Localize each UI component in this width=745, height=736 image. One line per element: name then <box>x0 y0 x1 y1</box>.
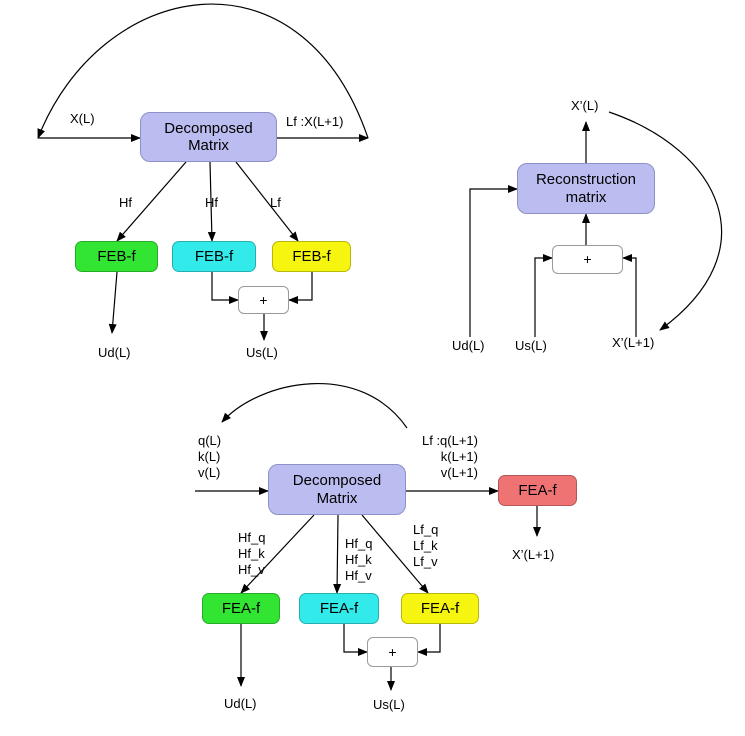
branch-arrow <box>361 514 429 594</box>
branch-label: Hf_k <box>345 552 372 567</box>
matrix-label-line1: Reconstruction <box>535 171 637 189</box>
output-labels: Lf :q(L+1) k(L+1) v(L+1) <box>405 433 478 481</box>
input-line <box>469 185 518 337</box>
branch-label: Hf <box>205 195 218 210</box>
output-q: Lf :q(L+1) <box>421 433 478 448</box>
fea-side-block: FEA-f <box>498 475 577 506</box>
input-label: X(L) <box>70 111 95 126</box>
feb-block: FEB-f <box>75 241 158 272</box>
input-v: v(L) <box>198 465 221 480</box>
input-ud: Ud(L) <box>452 338 485 353</box>
matrix-label-line1: Decomposed <box>292 472 382 490</box>
feedback-arc <box>37 3 369 139</box>
sum-node: + <box>552 245 623 274</box>
fea-block: FEA-f <box>202 593 280 624</box>
branch-arrow <box>207 161 216 242</box>
feedback-arc <box>608 111 723 331</box>
sum-input <box>288 272 313 304</box>
branch-arrow <box>333 514 342 594</box>
output-ud: Ud(L) <box>98 345 131 360</box>
fea-block: FEA-f <box>401 593 479 624</box>
output-k: k(L+1) <box>440 449 478 464</box>
decomposed-matrix: Decomposed Matrix <box>140 112 277 162</box>
matrix-label-line2: Matrix <box>316 489 358 507</box>
sum-node: + <box>238 286 289 314</box>
output-label: Lf :X(L+1) <box>286 114 344 129</box>
branch-label: Lf_q <box>413 522 439 537</box>
branch-arrow <box>235 161 299 242</box>
matrix-label-line1: Decomposed <box>164 119 253 137</box>
input-next: X’(L+1) <box>612 335 655 350</box>
sum-input <box>211 272 239 304</box>
reconstruction-matrix: Reconstruction matrix <box>517 163 655 214</box>
output-v: v(L+1) <box>440 465 478 480</box>
feb-block: FEB-f <box>172 241 256 272</box>
output-ud: Ud(L) <box>224 696 257 711</box>
branch-label: Lf_k <box>413 538 438 553</box>
input-q: q(L) <box>198 433 222 448</box>
branch-label: Hf_k <box>238 546 265 561</box>
branch-label: Hf_v <box>345 568 372 583</box>
branch-label: Lf_v <box>413 554 438 569</box>
branch-labels-left: Hf_q Hf_k Hf_v <box>238 530 265 578</box>
input-labels: q(L) k(L) v(L) <box>198 433 221 481</box>
fea-block: FEA-f <box>299 593 379 624</box>
branch-labels-mid: Hf_q Hf_k Hf_v <box>345 536 372 584</box>
feb-block: FEB-f <box>272 241 351 272</box>
output-us: Us(L) <box>246 345 278 360</box>
branch-label: Hf <box>119 195 132 210</box>
branch-label: Hf_q <box>238 530 266 545</box>
branch-arrow <box>240 514 315 594</box>
input-line <box>534 254 553 337</box>
output-us: Us(L) <box>373 697 405 712</box>
input-k: k(L) <box>198 449 221 464</box>
branch-label: Hf_v <box>238 562 265 577</box>
side-output: X’(L+1) <box>512 547 555 562</box>
sum-node: + <box>367 637 418 667</box>
input-line <box>622 254 637 337</box>
matrix-label-line2: Matrix <box>188 137 229 154</box>
sum-input <box>343 624 368 656</box>
branch-label: Hf_q <box>345 536 373 551</box>
sum-input <box>417 624 441 656</box>
decomposed-matrix: Decomposed Matrix <box>268 464 406 515</box>
branch-arrow <box>116 161 187 242</box>
input-us: Us(L) <box>515 338 547 353</box>
branch-labels-right: Lf_q Lf_k Lf_v <box>413 522 438 570</box>
feedback-arc <box>221 383 408 429</box>
matrix-label-line2: matrix <box>565 188 607 206</box>
output-label: X’(L) <box>571 98 599 113</box>
down-arrow <box>108 271 118 334</box>
branch-label: Lf <box>270 195 281 210</box>
